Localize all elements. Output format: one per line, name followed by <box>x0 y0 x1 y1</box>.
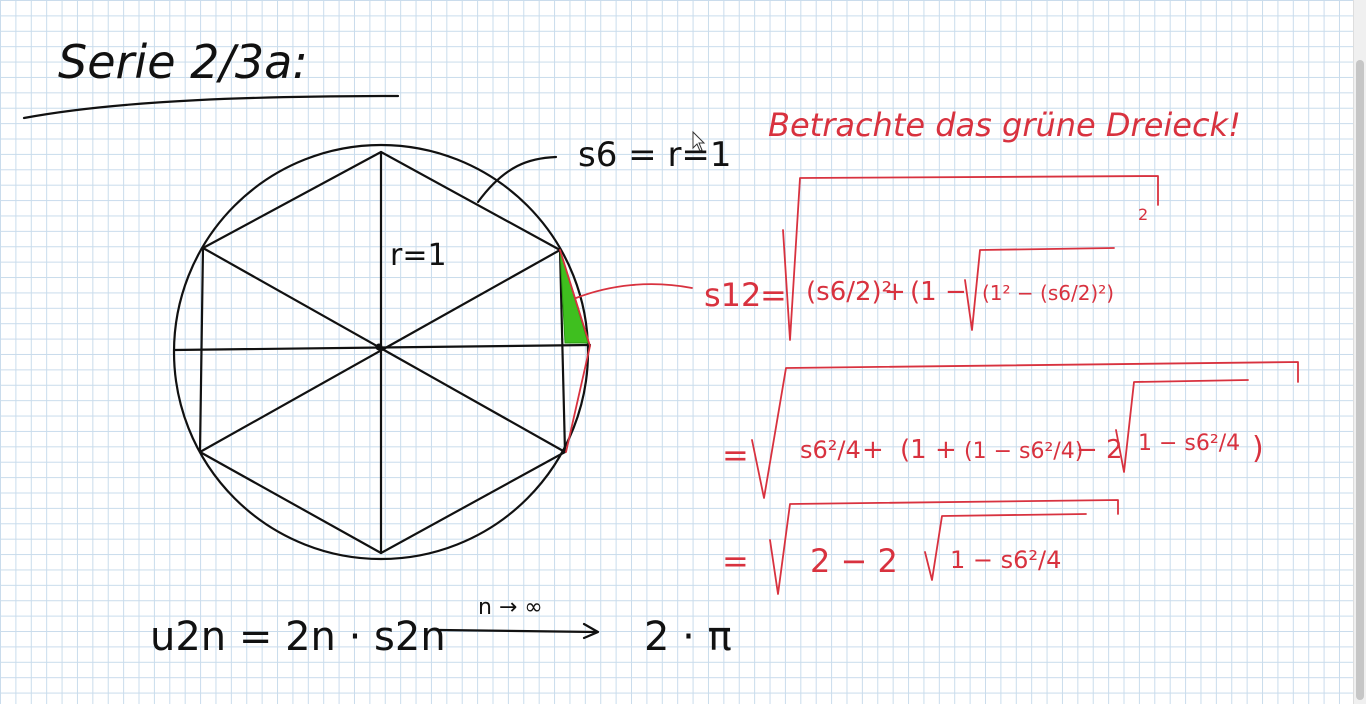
equals-2: = <box>722 436 749 474</box>
term-one-sq-minus: (1² − (s6/2)²) <box>982 281 1114 305</box>
bottom-formula-rhs: 2 · π <box>644 614 732 660</box>
hexagon-diagonals <box>172 150 592 555</box>
vertical-scrollbar[interactable] <box>1353 0 1366 704</box>
root-sign-2 <box>751 361 1299 499</box>
equals-3: = <box>722 542 749 580</box>
equals-1: = <box>760 276 787 314</box>
root-sign-inner-3 <box>924 513 1087 581</box>
term-one-minus: (1 − <box>910 277 967 307</box>
hexagon <box>198 150 567 555</box>
red-heading: Betrachte das grüne Dreieck! <box>768 106 1241 144</box>
twelve-gon-sides <box>559 249 591 453</box>
term-two-minus-two: 2 − 2 <box>810 542 898 580</box>
root-sign-3 <box>769 499 1119 595</box>
term-minus-two: − 2 <box>1076 435 1123 465</box>
term-root-inner-2: 1 − s6²/4 <box>1138 431 1240 456</box>
root-sign-1 <box>782 175 1159 341</box>
term-one-minus-frac: (1 − s6²/4) <box>964 439 1083 464</box>
term-one-plus: (1 + <box>900 435 957 465</box>
exponent-2: 2 <box>1138 205 1148 224</box>
root-sign-inner-2 <box>1115 379 1249 473</box>
close-paren-2: ) <box>1252 431 1264 466</box>
plus-2: + <box>862 435 884 465</box>
term-s6sq-4: s6²/4 <box>800 436 861 464</box>
center-point <box>375 343 383 351</box>
term-root-inner-3: 1 − s6²/4 <box>950 546 1061 574</box>
side-six-label: s6 = r=1 <box>578 135 732 175</box>
limit-label: n → ∞ <box>478 595 543 620</box>
triangle-pointer <box>575 283 693 299</box>
radius-label: r=1 <box>390 238 447 273</box>
page-title: Serie 2/3a: <box>58 35 308 89</box>
side-pointer <box>476 155 558 204</box>
s12-label: s12 <box>704 276 761 314</box>
cursor-icon <box>692 130 706 152</box>
scrollbar-thumb[interactable] <box>1356 60 1364 700</box>
root-sign-inner-1 <box>964 247 1115 331</box>
plus-1: + <box>884 277 906 307</box>
limit-arrow <box>438 622 600 640</box>
term-s6-half: (s6/2)² <box>806 277 892 307</box>
title-underline <box>22 94 400 120</box>
bottom-formula-lhs: u2n = 2n · s2n <box>150 614 446 660</box>
